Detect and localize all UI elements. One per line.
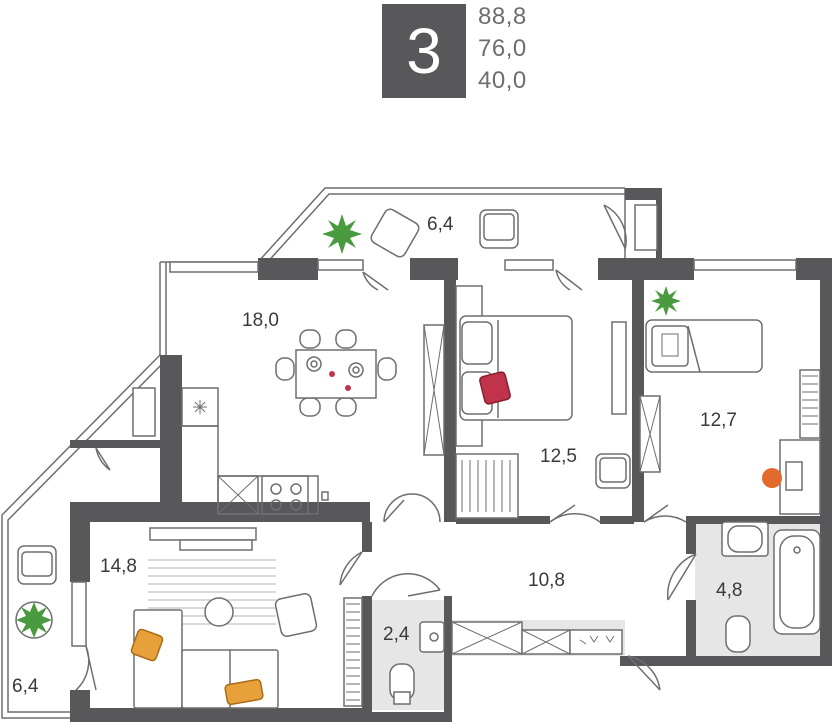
plant-icon bbox=[16, 602, 52, 638]
apartment-header: 3 88,8 76,0 40,0 bbox=[0, 0, 832, 110]
doors bbox=[75, 204, 697, 691]
room-area-bedroom-left: 14,8 bbox=[100, 556, 137, 577]
left-loggia-furniture bbox=[15, 545, 57, 639]
loggia-top-furniture: 6,4 bbox=[322, 208, 519, 258]
walls bbox=[70, 188, 832, 722]
rooms-count-badge: 3 bbox=[382, 4, 466, 98]
room-area-loggia-left: 6,4 bbox=[12, 676, 39, 697]
master-bedroom-furniture bbox=[455, 285, 631, 519]
living-net-area: 76,0 bbox=[478, 35, 527, 62]
rooms-count: 3 bbox=[406, 15, 442, 87]
windows bbox=[71, 204, 797, 647]
room-area-loggia-top: 6,4 bbox=[427, 214, 454, 235]
sanitary-fixtures bbox=[389, 521, 821, 705]
room-area-bedroom-master: 12,5 bbox=[540, 446, 577, 467]
room-area-wc: 2,4 bbox=[383, 624, 410, 645]
kitchen-furniture bbox=[181, 324, 445, 515]
living-area: 40,0 bbox=[478, 67, 527, 94]
plant-icon bbox=[651, 286, 681, 316]
room-area-bathroom: 4,8 bbox=[716, 580, 742, 601]
room-area-kitchen-living: 18,0 bbox=[242, 310, 279, 331]
left-bedroom-furniture bbox=[130, 527, 363, 709]
room-labels: 18,0 12,5 12,7 14,8 10,8 4,8 2,4 6,4 bbox=[12, 310, 742, 697]
total-area: 88,8 bbox=[478, 3, 527, 30]
room-area-bedroom-small: 12,7 bbox=[700, 410, 737, 431]
plant-icon bbox=[322, 214, 362, 254]
dining-table bbox=[275, 329, 397, 417]
room-area-hall: 10,8 bbox=[528, 570, 565, 591]
small-bedroom-furniture bbox=[639, 286, 821, 515]
